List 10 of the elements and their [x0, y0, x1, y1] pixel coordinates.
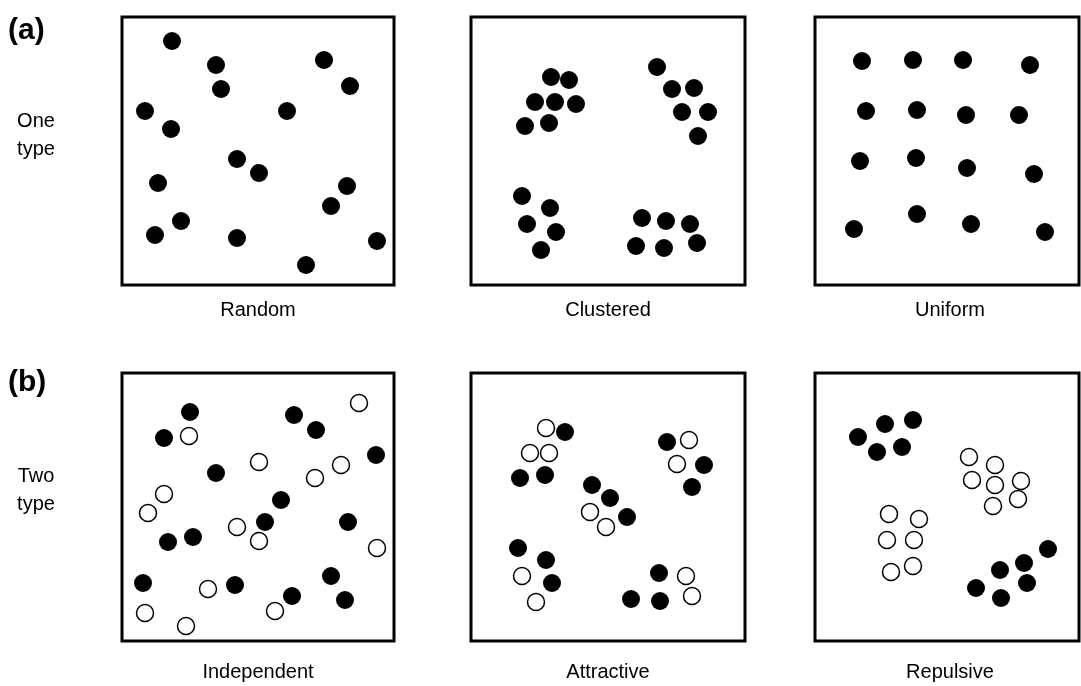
pattern-caption: Attractive — [565, 660, 651, 683]
row-label: One type — [16, 108, 56, 161]
pattern-caption: Repulsive — [905, 660, 995, 683]
panel-label: (a) — [8, 12, 45, 46]
pattern-caption: Uniform — [914, 298, 986, 321]
pattern-caption: Clustered — [564, 298, 652, 321]
panel-label: (b) — [8, 364, 47, 398]
pattern-caption: Random — [219, 298, 297, 321]
pattern-caption: Independent — [201, 660, 315, 683]
row-label: Two type — [16, 463, 56, 516]
